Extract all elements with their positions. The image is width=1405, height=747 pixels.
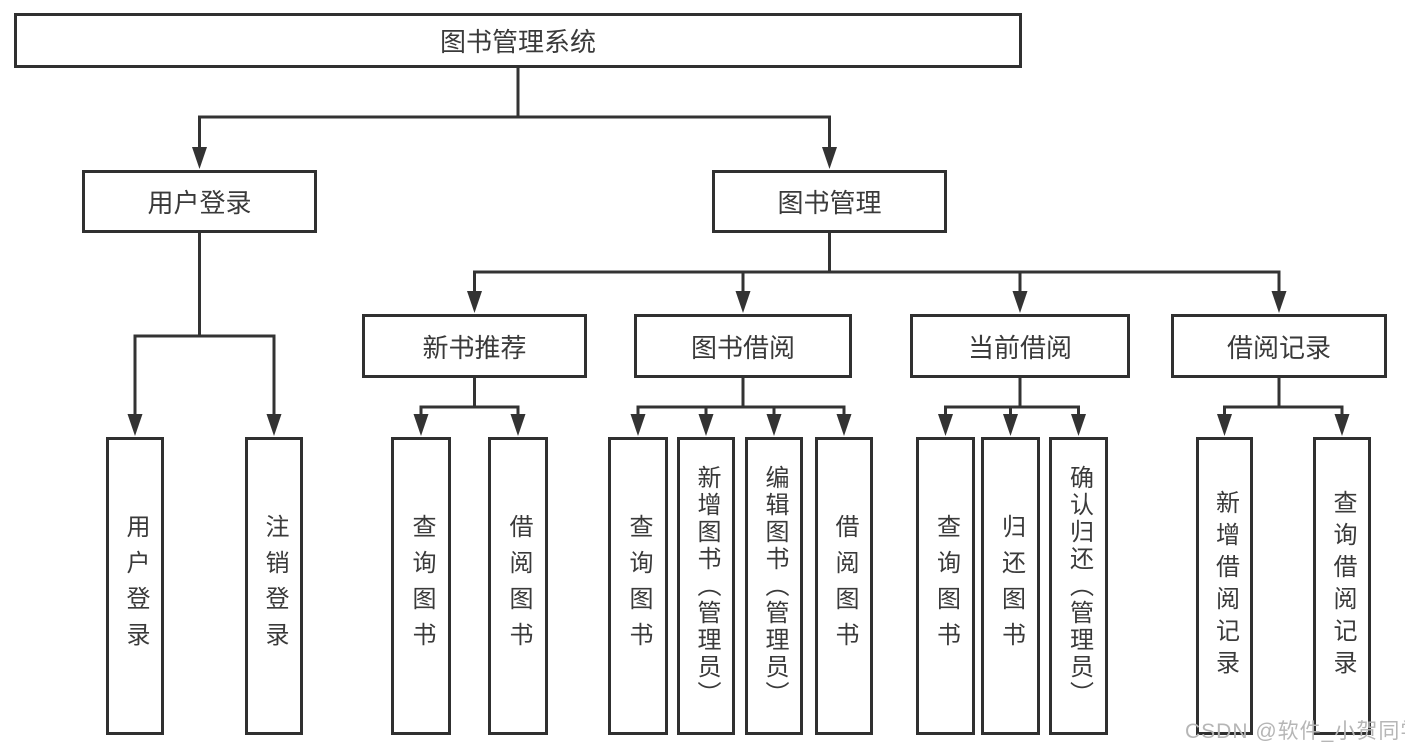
- node-record: 借阅记录: [1171, 314, 1387, 378]
- node-label: 借阅图书: [831, 514, 858, 658]
- arrowhead-icon: [1217, 414, 1232, 436]
- connector-mgmt: [467, 231, 1287, 313]
- node-v6: 新增图书（管理员）: [677, 437, 735, 735]
- node-label: 用户登录: [122, 514, 149, 658]
- node-label: 注销登录: [261, 514, 288, 658]
- node-v3: 查询图书: [391, 437, 451, 735]
- arrowhead-icon: [1012, 291, 1028, 313]
- node-root: 图书管理系统: [14, 13, 1022, 68]
- arrowhead-icon: [766, 414, 782, 436]
- node-v1: 用户登录: [106, 437, 164, 735]
- node-label: 图书管理: [777, 188, 882, 218]
- node-label: 用户登录: [147, 188, 252, 218]
- connector-current: [938, 376, 1086, 436]
- connector-root: [192, 66, 837, 169]
- node-v9: 查询图书: [916, 437, 975, 735]
- node-v7: 编辑图书（管理员）: [745, 437, 803, 735]
- node-label: 查询图书: [408, 514, 435, 658]
- arrowhead-icon: [266, 414, 282, 436]
- node-label: 归还图书: [997, 514, 1025, 658]
- node-label: 查询借阅记录: [1329, 490, 1356, 682]
- connector-record: [1217, 376, 1350, 436]
- node-v2: 注销登录: [245, 437, 303, 735]
- arrowhead-icon: [127, 414, 143, 436]
- arrowhead-icon: [1071, 414, 1086, 436]
- node-label: 新增借阅记录: [1211, 490, 1239, 682]
- arrowhead-icon: [836, 414, 852, 436]
- node-v10: 归还图书: [981, 437, 1040, 735]
- arrowhead-icon: [1334, 414, 1350, 436]
- node-label: 新书推荐: [422, 332, 527, 363]
- arrowhead-icon: [1271, 291, 1287, 313]
- arrowhead-icon: [938, 414, 953, 436]
- connector-rec: [413, 376, 526, 436]
- arrowhead-icon: [413, 414, 429, 436]
- node-label: 当前借阅: [967, 332, 1072, 363]
- arrowhead-icon: [630, 414, 646, 436]
- node-label: 借阅图书: [505, 514, 532, 658]
- node-label: 查询图书: [625, 514, 652, 658]
- arrowhead-icon: [192, 147, 207, 169]
- node-mgmt: 图书管理: [712, 170, 947, 233]
- node-v11: 确认归还（管理员）: [1049, 437, 1108, 735]
- connector-borrow: [630, 376, 852, 436]
- arrowhead-icon: [735, 291, 751, 313]
- connector-login: [127, 231, 282, 436]
- node-v8: 借阅图书: [815, 437, 873, 735]
- watermark: CSDN @软件_小贺同学: [1185, 720, 1405, 743]
- node-current: 当前借阅: [910, 314, 1130, 378]
- node-borrow: 图书借阅: [634, 314, 852, 378]
- node-label: 编辑图书（管理员）: [761, 464, 788, 708]
- arrowhead-icon: [698, 414, 714, 436]
- node-v13: 查询借阅记录: [1313, 437, 1371, 735]
- node-label: 查询图书: [932, 514, 960, 658]
- node-login: 用户登录: [82, 170, 317, 233]
- node-label: 借阅记录: [1226, 332, 1331, 363]
- arrowhead-icon: [1003, 414, 1018, 436]
- node-v12: 新增借阅记录: [1196, 437, 1253, 735]
- node-v5: 查询图书: [608, 437, 668, 735]
- node-label: 新增图书（管理员）: [693, 464, 720, 708]
- arrowhead-icon: [510, 414, 526, 436]
- node-rec: 新书推荐: [362, 314, 587, 378]
- node-label: 确认归还（管理员）: [1065, 464, 1093, 708]
- node-label: 图书管理系统: [439, 27, 596, 57]
- node-v4: 借阅图书: [488, 437, 548, 735]
- arrowhead-icon: [467, 291, 482, 313]
- node-label: 图书借阅: [690, 332, 795, 363]
- arrowhead-icon: [822, 147, 837, 169]
